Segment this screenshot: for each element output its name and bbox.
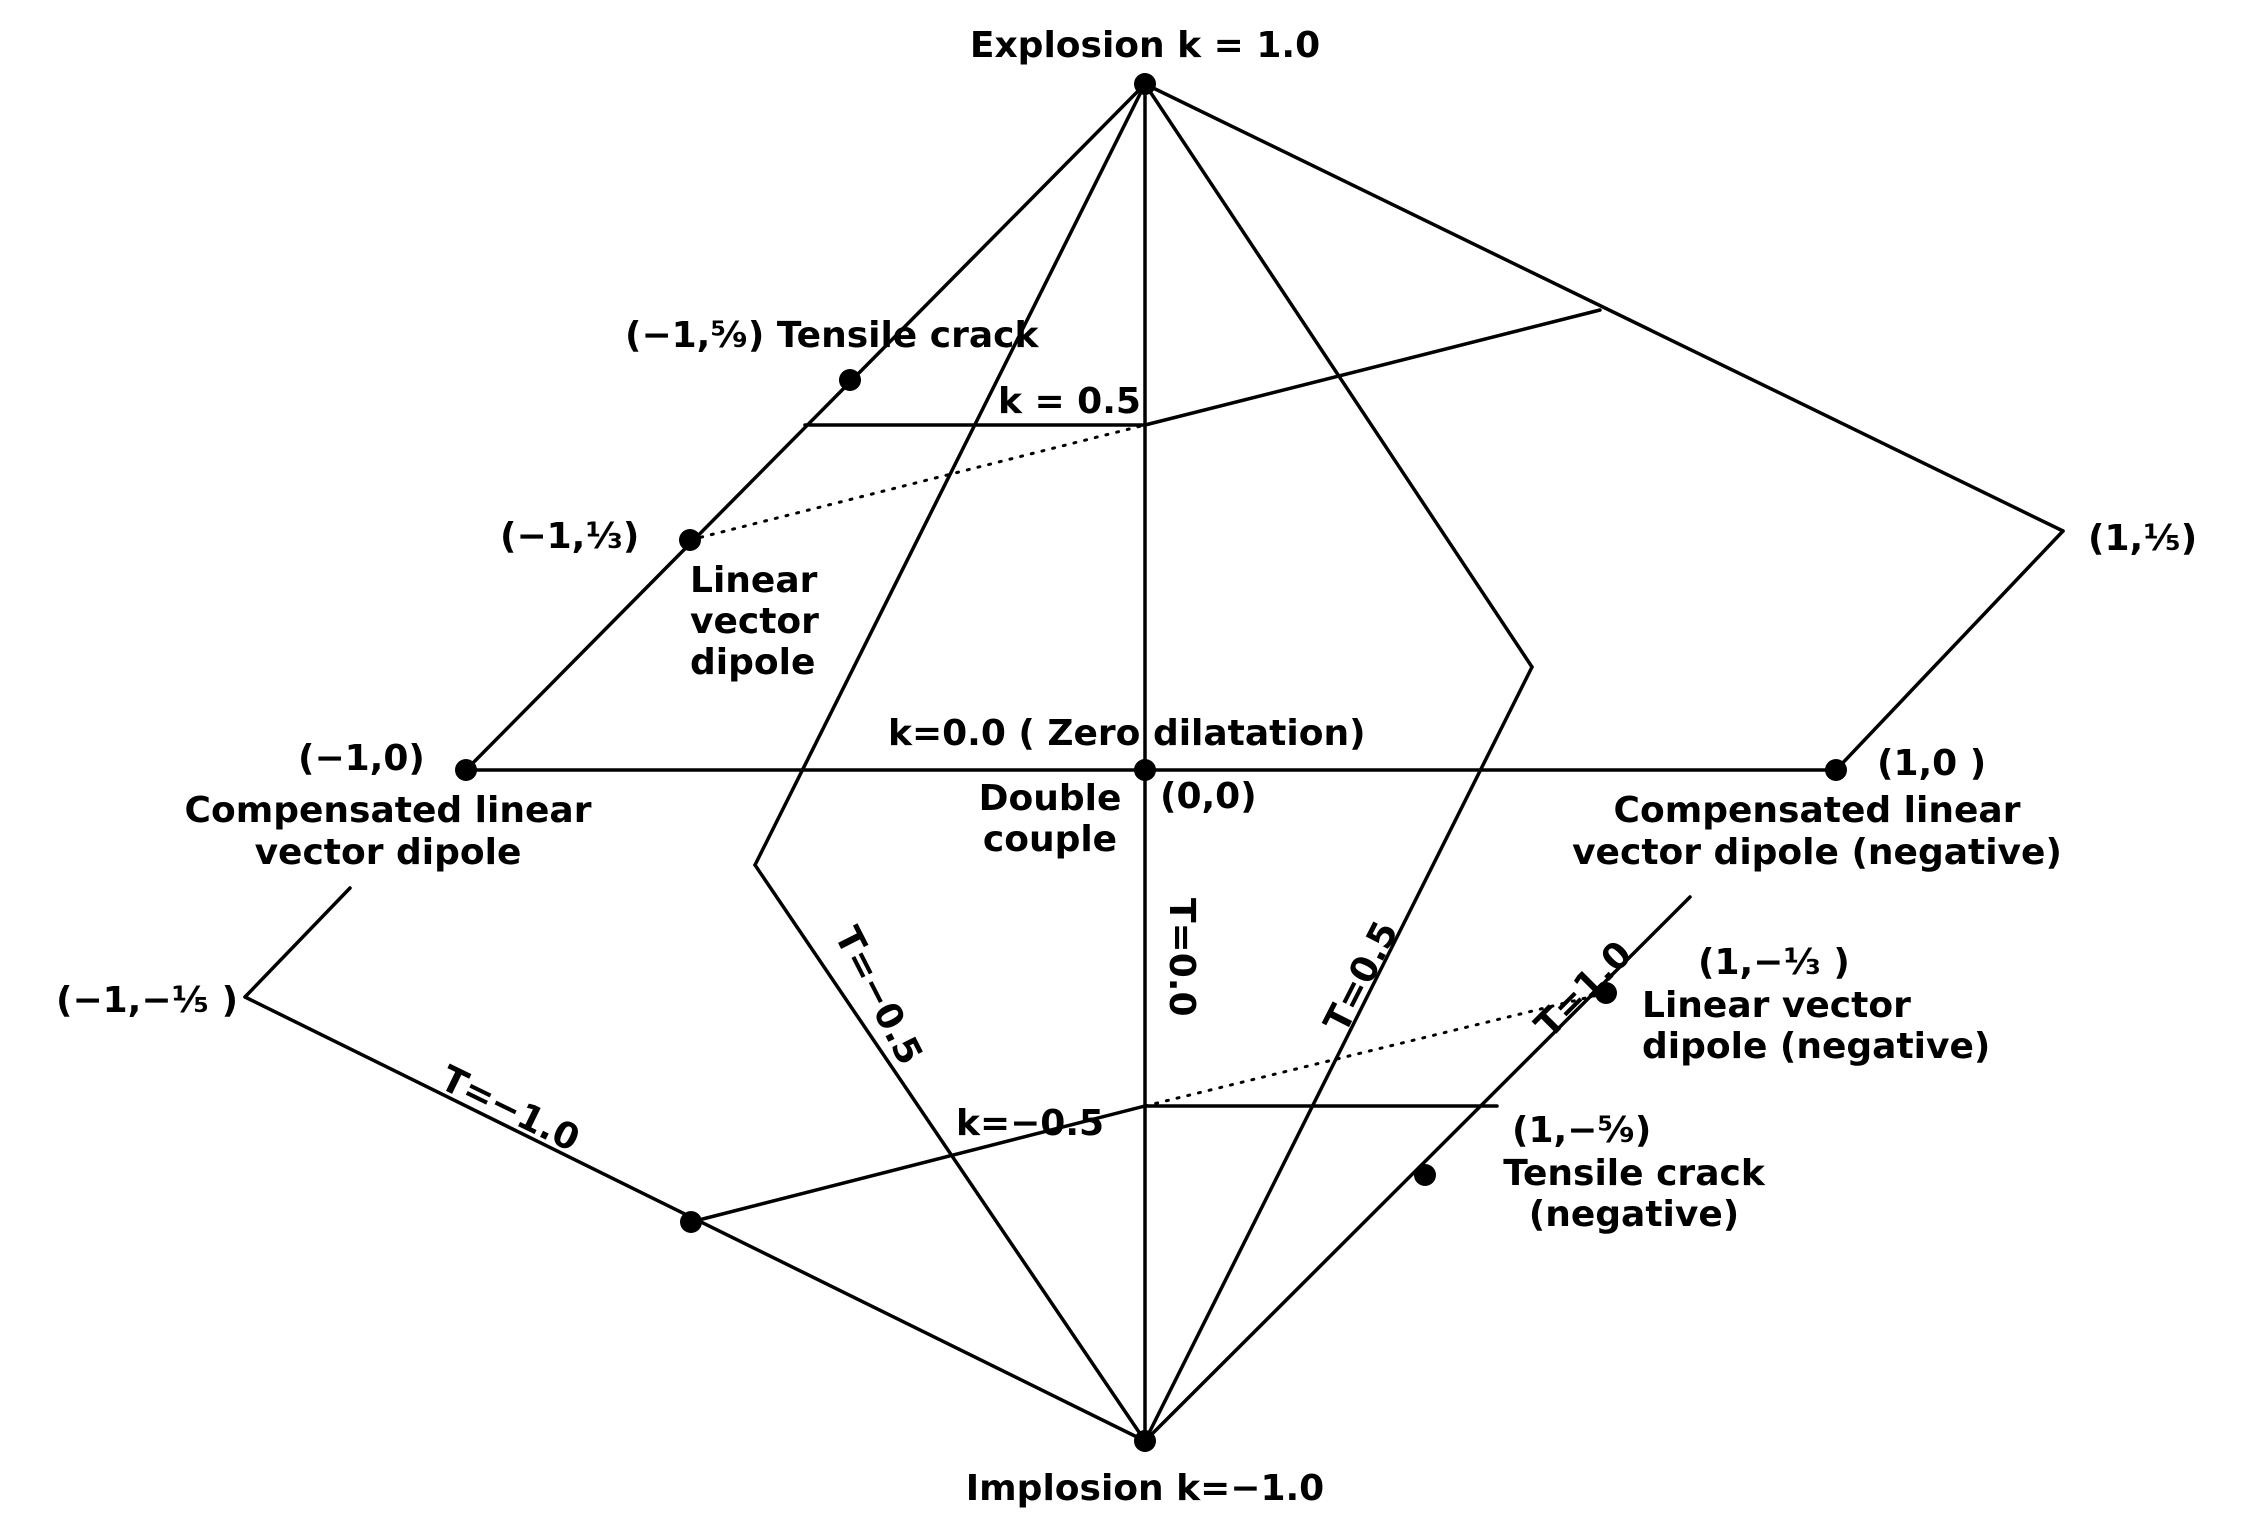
line-t-minus-05-lower [753,863,1147,1443]
label-clvd-line2: vector dipole [255,832,522,873]
label-lvd-line3: dipole [690,642,815,683]
label-double-couple-line1: Double [979,778,1122,819]
label-k-05: k = 0.5 [998,381,1141,422]
label-t-minus-10: T=−1.0 [434,1058,586,1160]
label-point-1-0: (1,0 ) [1877,743,1986,784]
dotted-line-lower [1143,991,1608,1108]
point-implosion [1134,1430,1156,1452]
label-tensile-crack-negative-line2: (negative) [1529,1194,1739,1235]
line-k-05-right [1143,308,1602,427]
label-lvd-negative-line1: Linear vector [1642,985,1911,1026]
line-explosion-to-t-minus-05 [753,82,1147,867]
label-t-05: T=0.5 [1316,915,1406,1039]
label-double-couple-line2: couple [983,819,1117,860]
label-implosion: Implosion k=−1.0 [966,1468,1324,1509]
label-t-00: T=0.0 [1161,898,1202,1017]
line-right-vertex-down [1834,529,2065,772]
point-double-couple [1134,759,1156,781]
label-explosion: Explosion k = 1.0 [970,25,1320,66]
point-explosion [1134,73,1156,95]
diagram-lines [243,82,2065,1443]
label-lvd-line1: Linear [690,560,818,601]
label-point-minus-1-0: (−1,0) [298,738,425,779]
line-explosion-to-right-vertex [1143,82,2065,533]
label-t-10: T=1.0 [1527,934,1640,1047]
line-t-05-lower [1143,665,1534,1443]
line-left-vertex-up [243,886,352,999]
point-lower-left [680,1211,702,1233]
line-k-minus-05-left [689,1104,1147,1224]
label-point-1-minus-1-3: (1,−¹⁄₃ ) [1698,942,1850,983]
label-point-1-1-5: (1,¹⁄₅) [2088,518,2197,559]
point-tensile-crack-negative [1414,1164,1436,1186]
line-explosion-to-minus-one [464,82,1147,772]
point-linear-vector-dipole-negative [1595,982,1617,1004]
label-point-1-minus-5-9: (1,−⁵⁄₉) [1512,1110,1651,1151]
label-lvd-line2: vector [690,601,819,642]
point-tensile-crack [839,369,861,391]
label-k-minus-05: k=−0.5 [956,1103,1104,1144]
label-point-minus-1-1-3: (−1,¹⁄₃) [500,516,639,557]
label-clvd-negative-line1: Compensated linear [1614,790,2021,831]
label-point-0-0: (0,0) [1160,776,1257,817]
point-clvd [455,759,477,781]
label-k-00: k=0.0 ( Zero dilatation) [888,713,1366,754]
label-lvd-negative-line2: dipole (negative) [1642,1026,1990,1067]
point-clvd-negative [1825,759,1847,781]
diagram-labels: Explosion k = 1.0 Implosion k=−1.0 (−1,⁵… [56,25,2197,1509]
label-clvd-negative-line2: vector dipole (negative) [1572,832,2062,873]
label-clvd-line1: Compensated linear [185,790,592,831]
label-tensile-crack-negative-line1: Tensile crack [1503,1153,1766,1194]
diagram-points [455,73,1847,1452]
point-linear-vector-dipole [679,529,701,551]
label-tensile-crack: (−1,⁵⁄₉) Tensile crack [625,315,1039,356]
dotted-line-upper [688,423,1147,542]
label-point-minus-1-minus-1-5: (−1,−¹⁄₅ ) [56,980,238,1021]
